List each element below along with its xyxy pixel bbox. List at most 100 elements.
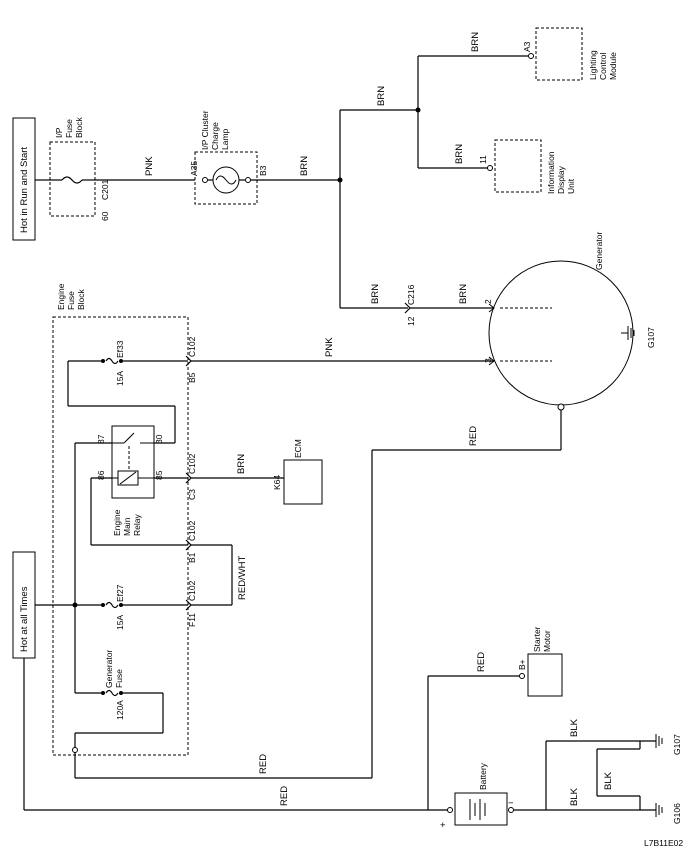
ground-g107-icon [655,734,663,748]
wire-label-blk-1: BLK [569,718,580,737]
pin-c102-2: C102 [187,453,197,474]
wire-label-brn-1: BRN [299,156,310,176]
pin-f11: F11 [187,613,197,627]
ip-cluster-label-2: Charge [210,122,220,150]
figure-id: L7B11E02 [644,838,683,848]
wire-label-blk-2: BLK [569,787,580,806]
ip-fuse-block-label-2: Fuse [64,119,74,138]
pin-c102-4: C102 [187,580,197,601]
display-unit-label-3: Unit [566,178,576,194]
ground-g106-label: G106 [672,803,682,824]
pin-60-num: 60 [100,211,110,221]
relay-pin-86: 86 [96,470,106,480]
ip-cluster-label-3: Lamp [220,128,230,150]
fuse-ef33-icon [105,357,119,365]
wire-label-red-wht: RED/WHT [237,555,248,600]
ground-g107-generator-icon [621,326,635,340]
engine-fuse-block-label-3: Block [76,288,86,310]
wire-label-pnk-top: PNK [144,156,155,176]
relay-switch-icon [123,432,135,444]
wire-label-brn-7: BRN [236,454,247,474]
ip-fuse-block-outline [49,141,96,217]
fuse-ef27-terminal-a [101,603,105,607]
engine-fuse-block-label-2: Fuse [66,291,76,310]
lighting-module-label-3: Module [608,52,618,80]
lighting-module-box [535,27,583,81]
battery-box [454,792,508,826]
ground-g106-icon [655,803,663,817]
pin-b5: B5 [187,372,197,383]
ip-cluster-outline [194,151,258,205]
relay-pin-85: 85 [154,470,164,480]
display-unit-label-1: Information [546,151,556,194]
battery-cell-icon [469,799,486,820]
terminal-b3 [245,177,251,183]
ecm-label: ECM [293,439,303,458]
relay-label-2: Main [122,517,132,536]
wire-label-brn-3: BRN [470,32,481,52]
pin-c102-3: C102 [187,520,197,541]
wire-label-brn-2: BRN [376,86,387,106]
pin-bplus: B+ [517,659,527,670]
fuse-ef33-label: Ef33 [115,340,125,358]
pin-12: 12 [406,316,416,326]
battery-plus-label: + [440,820,446,831]
starter-motor-box [527,653,563,697]
connector-c102-f11-icon [185,599,192,611]
starter-label-2: Motor [542,630,552,652]
pin-a3: A3 [522,41,532,52]
generator-fuse-label-2: Fuse [114,669,124,688]
lamp-filament-icon [215,175,237,185]
battery-plus-terminal [447,807,453,813]
hot-at-all-times-box: Hot at all Times [12,551,36,659]
pin-c201: C201 [100,179,110,200]
ip-cluster-label-1: I/P Cluster [200,110,210,150]
wire-label-brn-6: BRN [458,284,469,304]
hot-in-run-and-start-label: Hot in Run and Start [19,147,30,233]
generator-fuse-terminal-out [72,747,78,753]
ecm-box [283,459,323,505]
engine-fuse-block-outline [52,316,189,756]
fuse-ef33-rating: 15A [115,371,125,386]
fuse-symbol-icon [61,176,83,184]
hot-at-all-times-label: Hot at all Times [19,586,30,652]
engine-fuse-block-label-1: Engine [56,283,66,310]
generator-fuse-label-1: Generator [104,650,114,688]
pin-c216: C216 [406,284,416,305]
display-unit-label-2: Display [556,165,566,194]
wire-label-pnk-2: PNK [324,337,335,357]
generator-b-terminal [557,403,565,411]
pin-c3: C3 [187,489,197,500]
fuse-ef33-terminal-a [101,359,105,363]
ground-g107-label: G107 [672,734,682,755]
starter-label-1: Starter [532,626,542,652]
pin-b1: B1 [187,552,197,563]
wire-label-red-battery: RED [279,786,290,806]
terminal-11 [487,165,493,171]
wire-label-brn-5: BRN [370,284,381,304]
generator-fuse-icon [105,689,119,697]
battery-minus-label: − [508,798,514,809]
starter-bplus-terminal [519,673,525,679]
generator-fuse-rating: 120A [115,700,125,720]
terminal-a3 [528,53,534,59]
relay-pin-30: 30 [154,434,164,444]
pin-2: 2 [483,299,493,304]
fuse-ef27-label: Ef27 [115,584,125,602]
terminal-a35 [202,177,208,183]
lighting-module-label-2: Control [598,52,608,80]
wire-label-red-fuse: RED [258,754,269,774]
fuse-ef27-rating: 15A [115,615,125,630]
generator-circle [488,260,634,406]
generator-label: Generator [594,232,604,270]
wire-label-red-gen: RED [468,426,479,446]
relay-label-3: Relay [132,514,142,536]
pin-a35: A35 [189,161,199,176]
relay-coil-slash [119,471,137,485]
engine-main-relay-box [111,425,155,499]
fuse-ef27-icon [105,601,119,609]
wire-label-brn-4: BRN [454,144,465,164]
ip-fuse-block-label-1: I/P [54,127,64,138]
relay-pin-87: 87 [96,434,106,444]
